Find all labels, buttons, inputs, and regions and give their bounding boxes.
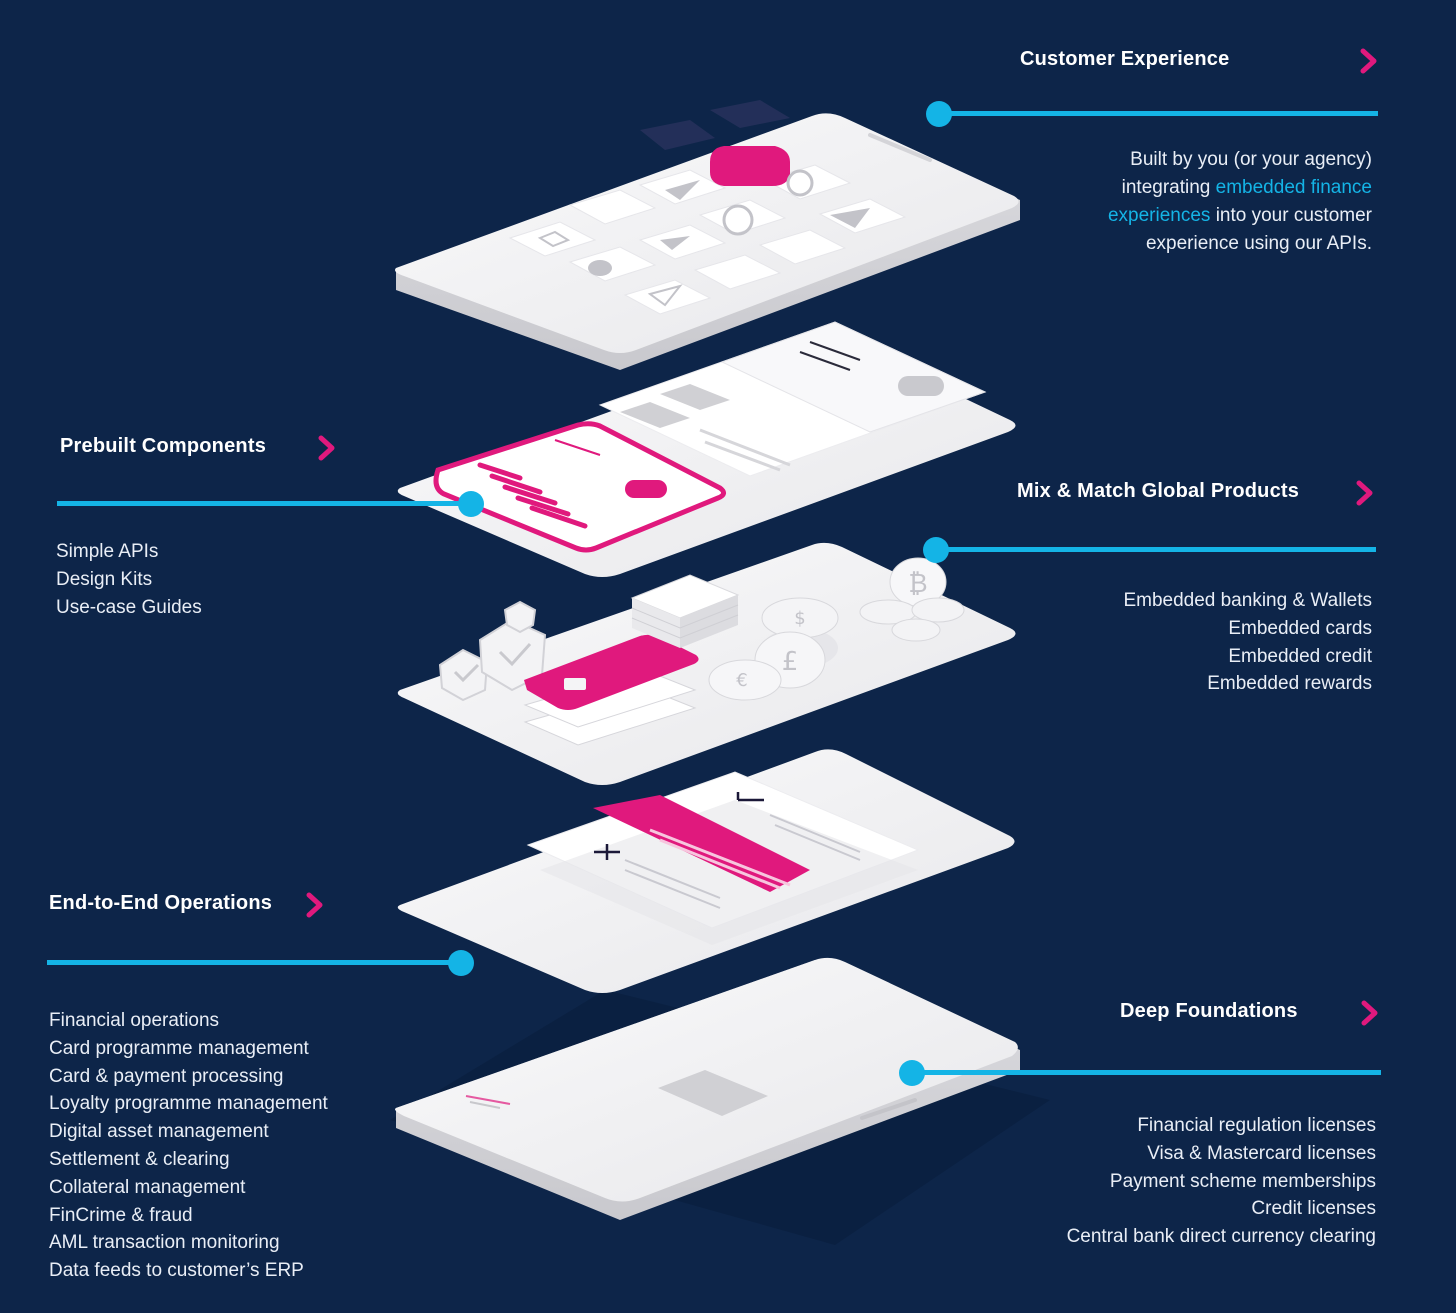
list-item: Use-case Guides [56,596,202,618]
list-item: Settlement & clearing [49,1148,230,1170]
list-item: Card programme management [49,1037,309,1059]
list-item: Collateral management [49,1176,246,1198]
connector-line [911,1070,1381,1075]
operations-layer [397,749,1015,993]
components-layer [397,321,1016,577]
customer-experience-description: Built by you (or your agency) integratin… [1042,146,1372,258]
deep-foundations-list: Financial regulation licenses Visa & Mas… [1067,1112,1376,1251]
euro-coin-symbol: € [736,670,747,691]
list-item: Financial regulation licenses [1137,1115,1376,1136]
foundation-layer [390,957,1050,1245]
list-item: Card & payment processing [49,1065,284,1087]
bitcoin-coin-symbol: ₿ [908,569,927,599]
list-item: Loyalty programme management [49,1093,328,1115]
connector-line [57,501,471,506]
chevron-right-icon[interactable] [300,890,330,920]
list-item: Payment scheme memberships [1109,1170,1376,1192]
list-item: Embedded credit [1228,645,1372,667]
list-item: Visa & Mastercard licenses [1147,1142,1376,1164]
customer-experience-title: Customer Experience [1020,48,1230,70]
prebuilt-components-list: Simple APIs Design Kits Use-case Guides [56,538,202,621]
connector-line [935,547,1376,552]
pound-coin-symbol: £ [782,647,799,677]
mix-match-title: Mix & Match Global Products [1017,480,1300,502]
connector-dot [448,950,474,976]
list-item: Embedded cards [1228,617,1372,639]
app-screen-layer [395,100,1020,370]
connector-line [938,111,1378,116]
list-item: Digital asset management [49,1121,269,1143]
list-item: Design Kits [56,568,153,590]
chevron-right-icon[interactable] [1354,46,1384,76]
embedded-finance-highlight: embedded finance experiences [1107,177,1372,226]
list-item: AML transaction monitoring [49,1232,280,1254]
list-item: Central bank direct currency clearing [1066,1226,1376,1248]
connector-line [47,960,461,965]
chevron-right-icon[interactable] [312,433,342,463]
description-text-end: into your customer experience using our … [1145,205,1372,254]
chevron-right-icon[interactable] [1355,998,1385,1028]
list-item: Simple APIs [56,541,159,562]
list-item: Data feeds to customer’s ERP [49,1260,304,1282]
list-item: Financial operations [49,1010,220,1031]
connector-dot [458,491,484,517]
list-item: Credit licenses [1251,1198,1376,1220]
dollar-coin-symbol: $ [794,608,805,629]
mix-match-list: Embedded banking & Wallets Embedded card… [1123,587,1372,698]
coin-stack: ₿ $ € £ [708,557,965,701]
end-to-end-title: End-to-End Operations [49,892,273,914]
deep-foundations-title: Deep Foundations [1120,1000,1298,1022]
end-to-end-list: Financial operations Card programme mana… [49,1007,328,1285]
list-item: FinCrime & fraud [49,1204,193,1226]
products-layer: ₿ $ € £ [397,542,1016,785]
description-text-start: Built by you (or your agency) integratin… [1121,149,1372,198]
list-item: Embedded banking & Wallets [1123,590,1372,611]
prebuilt-components-title: Prebuilt Components [60,435,267,457]
list-item: Embedded rewards [1207,673,1372,695]
chevron-right-icon[interactable] [1350,478,1380,508]
